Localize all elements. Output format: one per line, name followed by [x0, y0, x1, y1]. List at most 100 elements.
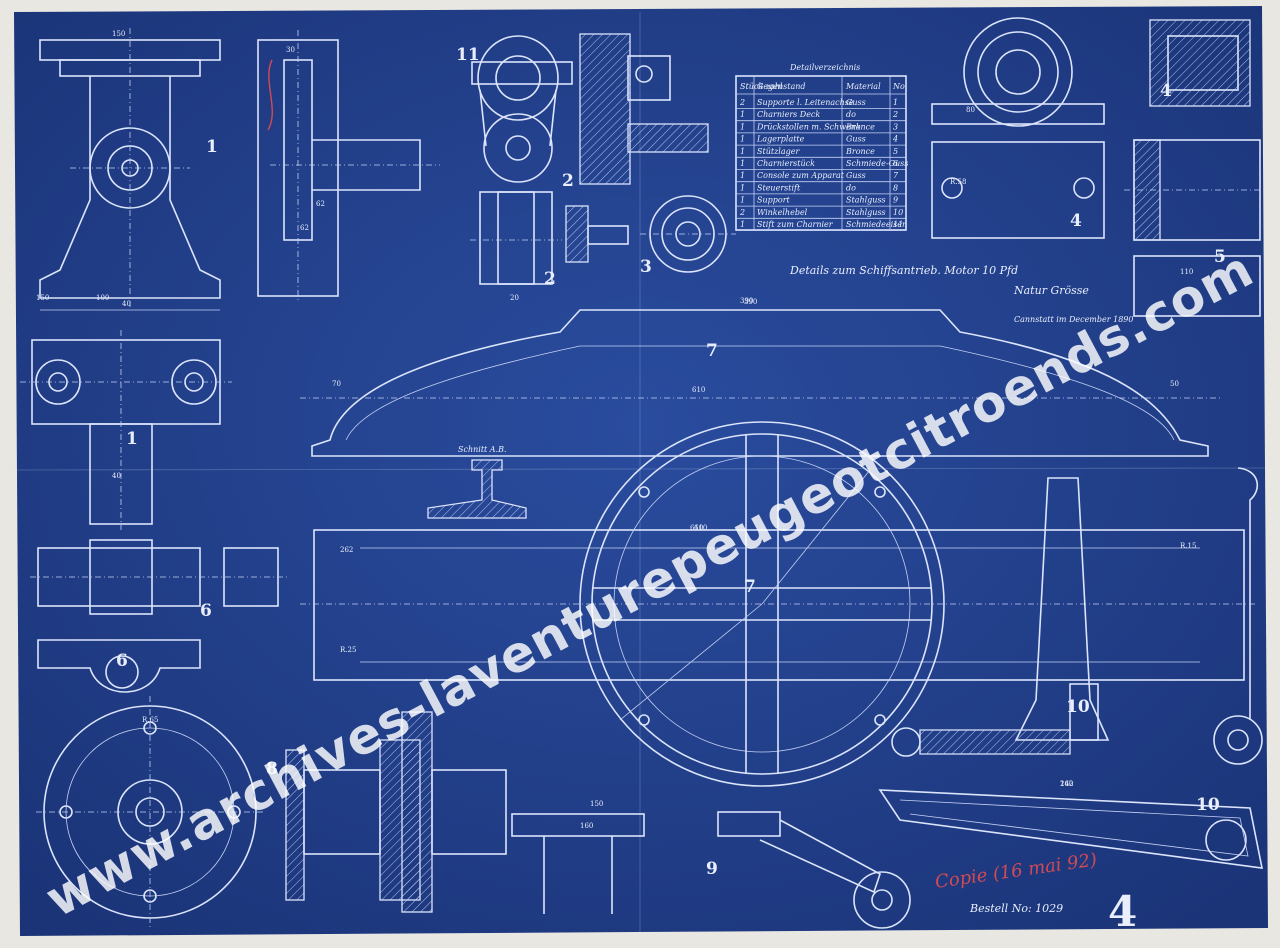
- table-cell: 1: [740, 122, 745, 131]
- part-10-elevation: [891, 467, 1263, 765]
- part-6: [30, 539, 290, 693]
- table-cell: Drückstollen m. Schwenk: [756, 122, 861, 131]
- table-cell: Steuerstift: [757, 183, 801, 192]
- table-header-cell: Gegenstand: [757, 82, 806, 91]
- part-label: 1: [126, 429, 138, 449]
- table-cell: 1: [740, 110, 745, 119]
- part-label: 3: [640, 257, 652, 277]
- table-cell: 9: [893, 196, 898, 205]
- table-cell: Guss: [846, 171, 866, 180]
- table-header-cell: No: [892, 82, 905, 91]
- table-cell: Winkelhebel: [757, 208, 808, 217]
- table-cell: 7: [893, 171, 899, 180]
- part-8: [36, 696, 507, 930]
- sheet-number: 4: [1108, 887, 1137, 936]
- dimension-label: 140: [1060, 780, 1073, 788]
- table-cell: Stift zum Charnier: [757, 220, 834, 229]
- part-5: [1124, 139, 1266, 317]
- dimension-label: R.65: [142, 716, 158, 724]
- table-cell: 3: [893, 122, 898, 131]
- table-cell: 8: [893, 183, 898, 192]
- part-4: [931, 17, 1251, 239]
- part-1-plan: [20, 330, 232, 530]
- part-label: 11: [456, 45, 480, 65]
- part-label: 6: [116, 651, 128, 671]
- dimension-label: 50: [1170, 380, 1179, 388]
- table-row: 2 Winkelhebel Stahlguss 10: [736, 208, 906, 219]
- part-label: 2: [544, 269, 556, 289]
- drawing-scale: Natur Grösse: [1013, 284, 1089, 297]
- table-cell: Stahlguss: [846, 208, 886, 217]
- part-7-plan: 610: [300, 421, 1256, 787]
- table-cell: 4: [892, 135, 898, 144]
- table-cell: 2: [739, 208, 745, 217]
- table-cell: 5: [893, 147, 898, 156]
- svg-text:150: 150: [590, 800, 603, 808]
- table-cell: 10: [893, 208, 903, 217]
- table-cell: 1: [740, 220, 745, 229]
- drawing-title: Details zum Schiffsantrieb. Motor 10 Pfd: [789, 264, 1018, 277]
- table-cell: 1: [740, 147, 745, 156]
- table-cell: do: [846, 110, 856, 119]
- table-cell: Support: [757, 196, 791, 205]
- table-cell: Bronce: [845, 122, 875, 131]
- part-10-plan: 262: [878, 780, 1264, 869]
- part-9: 150: [511, 800, 911, 929]
- part-label: 8: [266, 759, 278, 779]
- table-cell: 1: [740, 135, 745, 144]
- part-label: 5: [1214, 247, 1226, 267]
- dimension-label: 62: [316, 200, 325, 208]
- section-label: Schnitt A.B.: [458, 445, 507, 454]
- part-11: [471, 35, 573, 183]
- place-date: Cannstatt im December 1890: [1014, 315, 1133, 324]
- table-cell: Schmiede-Guss: [846, 159, 908, 168]
- table-cell: Stahlguss: [846, 196, 886, 205]
- dimension-label: 70: [332, 380, 341, 388]
- table-cell: Bronce: [845, 147, 875, 156]
- table-cell: Lagerplatte: [756, 135, 805, 144]
- part-label: 2: [562, 171, 574, 191]
- svg-text:62: 62: [300, 224, 309, 232]
- order-number: Bestell No: 1029: [969, 902, 1063, 915]
- svg-text:610: 610: [692, 386, 705, 394]
- table-header-cell: Stück zahl: [740, 82, 783, 91]
- table-cell: Charniers Deck: [757, 110, 820, 119]
- dimension-label: R.58: [950, 178, 966, 186]
- dimension-label: 100: [96, 294, 109, 302]
- table-row: 1 Support Stahlguss 9: [736, 196, 906, 207]
- part-label: 10: [1066, 697, 1090, 717]
- table-cell: 1: [740, 183, 745, 192]
- dimension-label: R.25: [340, 646, 356, 654]
- part-1-elevation: 150 40: [39, 28, 221, 311]
- part-2-section: [470, 33, 709, 285]
- dimension-label: 390: [740, 297, 753, 305]
- part-label: 7: [706, 341, 718, 361]
- dimension-label: 40: [112, 472, 121, 480]
- table-cell: 1: [893, 98, 898, 107]
- part-1-side-view: 62: [257, 30, 440, 300]
- parts-list-heading: Detailverzeichnis: [789, 63, 860, 72]
- dimension-label: 160: [580, 822, 593, 830]
- dimension-label: 262: [340, 546, 353, 554]
- table-cell: 11: [893, 220, 903, 229]
- table-cell: 1: [740, 196, 745, 205]
- table-cell: do: [846, 183, 856, 192]
- table-cell: Stützlager: [757, 147, 800, 156]
- table-cell: Schmiedeeisen: [846, 220, 907, 229]
- svg-text:40: 40: [122, 300, 131, 308]
- svg-text:262: 262: [1060, 780, 1073, 788]
- part-3: [565, 195, 736, 273]
- table-row: 1 Stützlager Bronce 5: [736, 147, 906, 158]
- svg-text:610: 610: [694, 524, 707, 532]
